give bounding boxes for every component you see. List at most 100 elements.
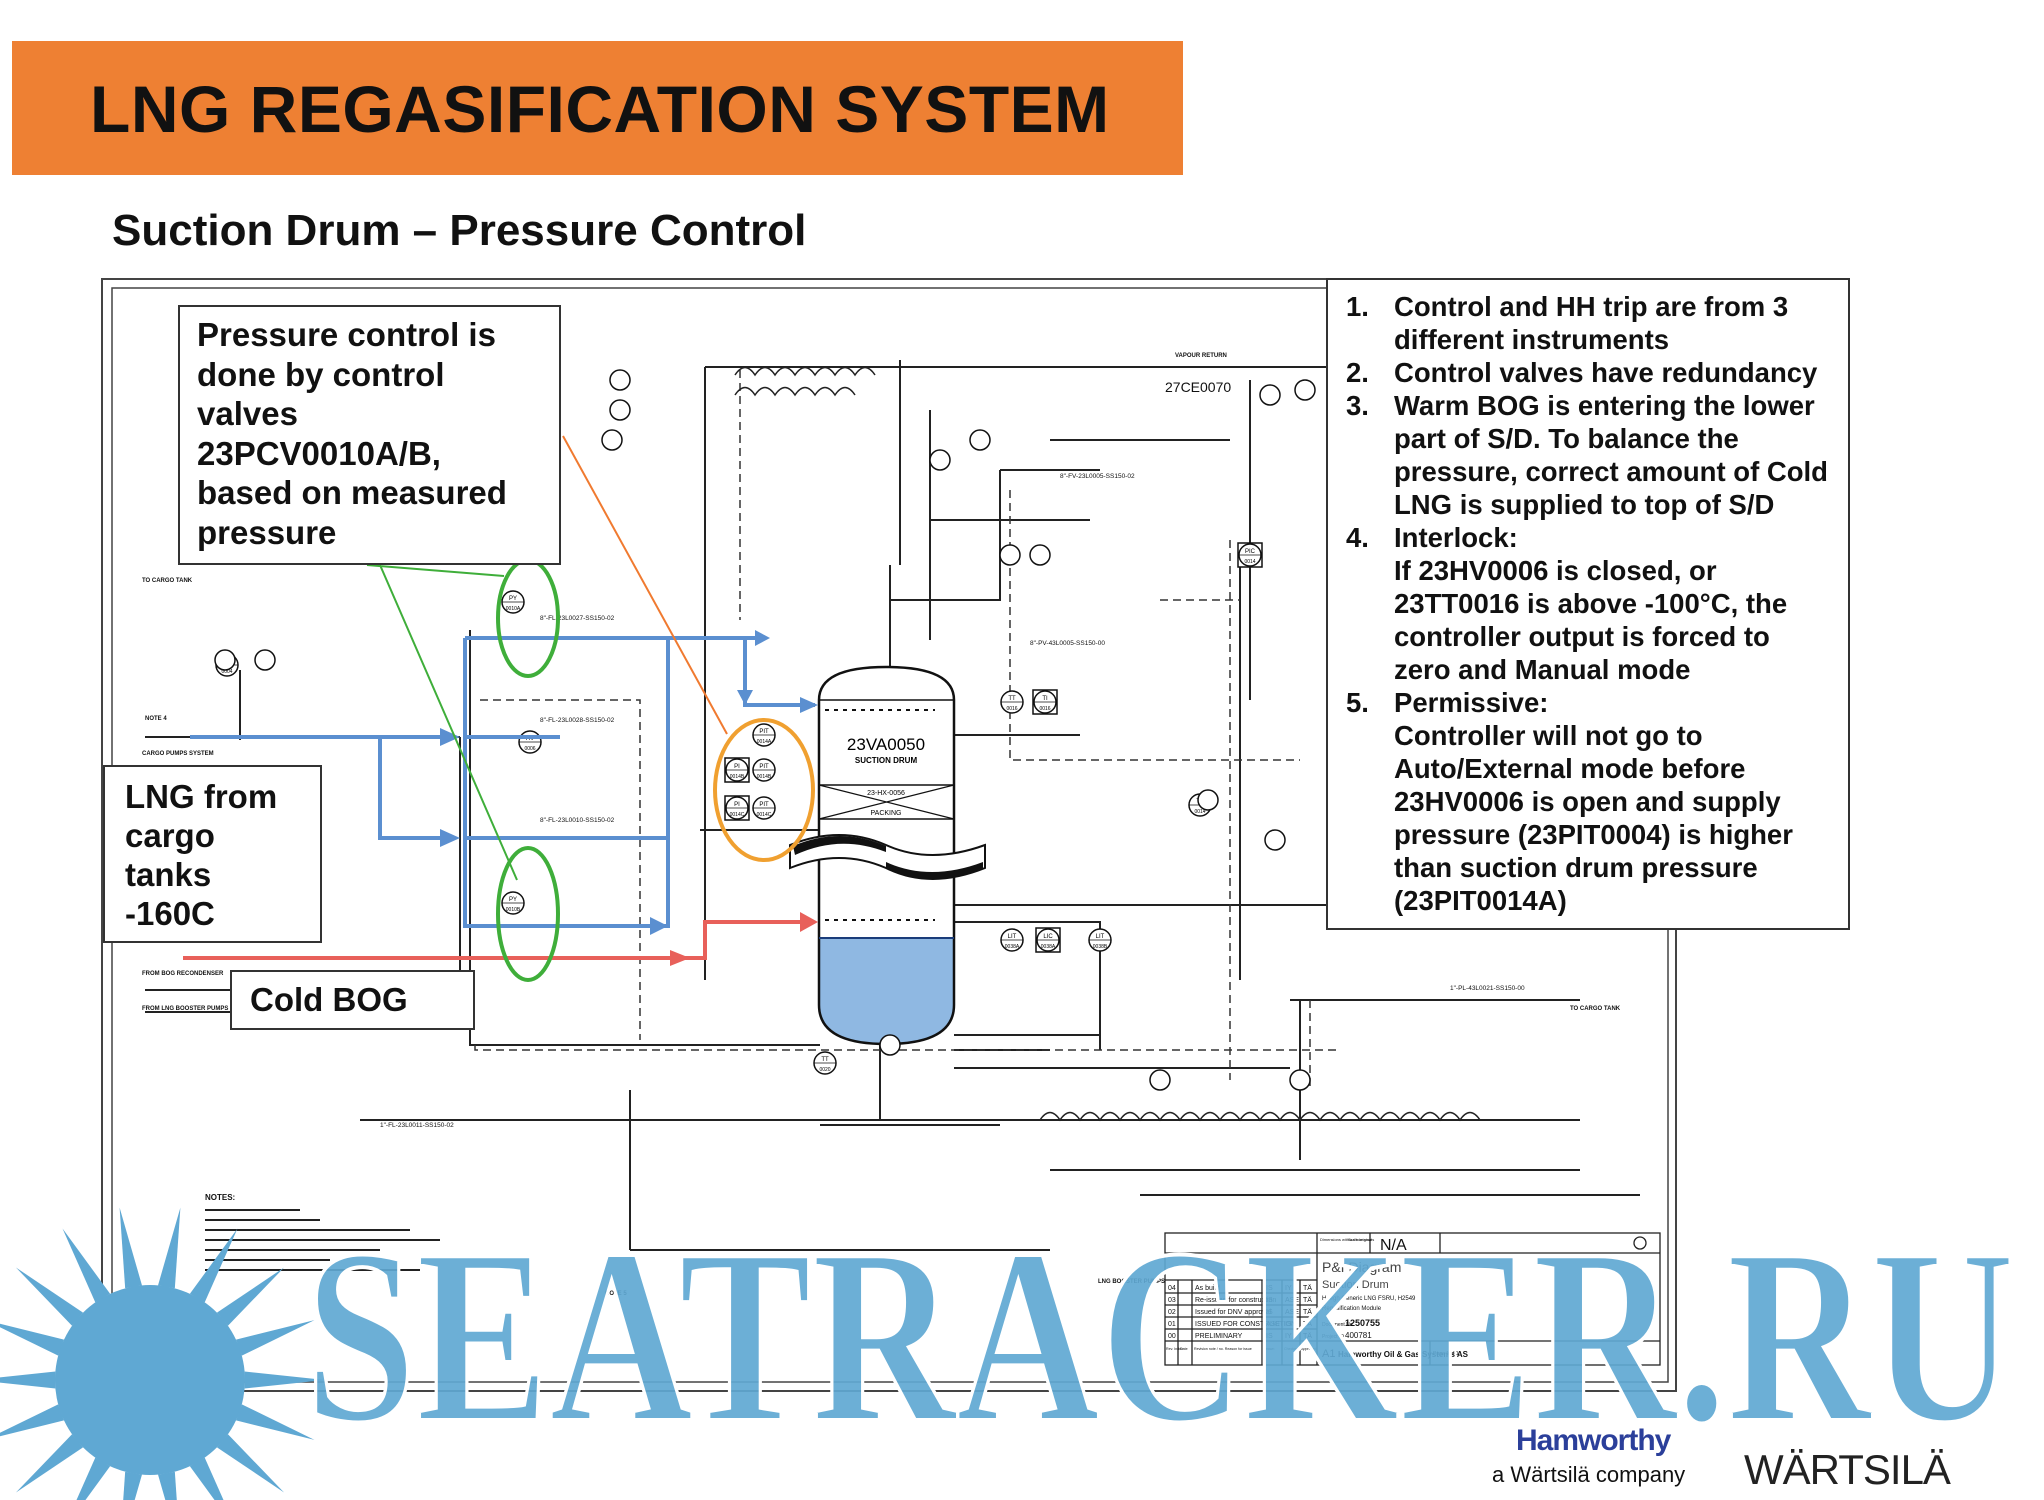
rev-approved: TÄ xyxy=(1303,1320,1312,1328)
note-text: Controller will not go to xyxy=(1394,720,1703,751)
rev-header: Approved xyxy=(1301,1347,1316,1351)
instrument-tag: PIT xyxy=(759,729,769,735)
sun-ray xyxy=(15,1267,84,1326)
watermark-text: SEATRACKER.RU xyxy=(305,1198,2015,1475)
scale-label: Scale original xyxy=(1348,1237,1372,1242)
watermark: SEATRACKER.RU xyxy=(0,1196,2017,1500)
note-line: controller output is forced to xyxy=(1346,620,1848,653)
sun-ray xyxy=(0,1323,65,1356)
callout-line: done by control xyxy=(197,355,445,393)
instrument-bubble xyxy=(969,429,991,451)
note-line: 23HV0006 is open and supply xyxy=(1346,785,1848,818)
instrument-bubble xyxy=(1149,1069,1171,1091)
rev-checked: ASE xyxy=(1285,1297,1299,1304)
note-text: Control valves have redundancy xyxy=(1394,357,1818,388)
scale-value: N/A xyxy=(1380,1237,1407,1254)
notes-text-lines xyxy=(205,1209,440,1271)
instrument-number: 0014C xyxy=(757,812,772,818)
instrument-bubble: PI 0014C xyxy=(724,795,750,821)
sun-ray xyxy=(235,1320,315,1356)
note-number: 5. xyxy=(1346,687,1369,718)
instrument-number: 0038A xyxy=(1041,944,1056,950)
note4-label: NOTE 4 xyxy=(145,716,167,722)
sun-logo xyxy=(0,1207,325,1500)
from-bog-recondenser-label: FROM BOG RECONDENSER xyxy=(142,971,224,977)
rev-index: 01 xyxy=(1168,1321,1176,1328)
callout-line: 23PCV0010A/B, xyxy=(197,434,441,472)
lng-source-callout: LNG from cargo tanks -160C xyxy=(103,765,322,943)
module-name: Regasification Module xyxy=(1322,1306,1382,1312)
sun-ray xyxy=(62,1228,111,1303)
instrument-number: 0014B xyxy=(730,774,745,780)
rev-description: Re-issued for construction xyxy=(1195,1297,1276,1304)
callout-line: LNG from xyxy=(125,778,278,815)
instrument-tag: PY xyxy=(509,897,517,903)
instrument-bubble: PIT0014A xyxy=(752,723,776,747)
rev-header: Date xyxy=(1180,1347,1188,1351)
rev-index: 00 xyxy=(1168,1333,1176,1340)
sun-ray xyxy=(189,1457,224,1500)
note-number: 4. xyxy=(1346,522,1369,553)
rev-header: Checked xyxy=(1284,1347,1298,1351)
rev-approved: TÄ xyxy=(1303,1296,1312,1304)
note-text: different instruments xyxy=(1394,324,1670,355)
note-line: zero and Manual mode xyxy=(1346,653,1848,686)
instrument-tag: PI xyxy=(734,802,740,808)
page-title: LNG REGASIFICATION SYSTEM xyxy=(90,72,1110,146)
sun-ray xyxy=(0,1404,65,1437)
project-id: 400781 xyxy=(1345,1331,1372,1340)
callout-line: valves xyxy=(197,395,298,432)
note-text: controller output is forced to xyxy=(1394,621,1770,652)
instrument-tag: PIT xyxy=(759,764,769,770)
note-text: 23HV0006 is open and supply xyxy=(1394,786,1781,817)
instrument-number: 0010B xyxy=(506,907,521,913)
instrument-number: 0010A xyxy=(506,606,521,612)
note5-label: NOTE 5 xyxy=(605,1291,627,1297)
warm-bog-flow xyxy=(183,920,805,960)
note-line: If 23HV0006 is closed, or xyxy=(1346,554,1848,587)
notes-heading: NOTES: xyxy=(205,1193,235,1202)
knockout-drum-tag: 27CE0070 xyxy=(1165,379,1231,395)
instrument-tag: LIC xyxy=(1043,934,1053,940)
rev-description: ISSUED FOR CONSTRUCTION xyxy=(1195,1321,1296,1328)
note-line: pressure (23PIT0004) is higher xyxy=(1346,818,1848,851)
note-text: zero and Manual mode xyxy=(1394,654,1691,685)
suction-drum: 23VA0050 SUCTION DRUM 23-HX-0056 PACKING xyxy=(789,665,986,1046)
note-line: 23TT0016 is above -100°C, the xyxy=(1346,587,1848,620)
rev-checked: IY xyxy=(1285,1285,1292,1292)
rev-header: Revision note / no. Reason for issue xyxy=(1194,1347,1252,1351)
project-id-label: Project ID xyxy=(1322,1334,1344,1340)
rev-approved: TÄ xyxy=(1303,1332,1312,1340)
line-number: 1"-FL-23L0011-SS150-02 xyxy=(380,1122,454,1129)
sun-ray xyxy=(189,1228,238,1303)
instrument-bubble xyxy=(601,429,623,451)
note-text: 23TT0016 is above -100°C, the xyxy=(1394,588,1788,619)
line-number: 8"-FV-23L0005-SS150-02 xyxy=(1060,473,1135,480)
instrument-number: 0014C xyxy=(730,812,745,818)
control-valve-highlights xyxy=(496,558,560,982)
cargo-pumps-label: CARGO PUMPS SYSTEM xyxy=(142,751,214,757)
line-number: 8"-FL-23L0028-SS150-02 xyxy=(540,717,615,724)
packing-bed xyxy=(818,784,955,820)
dims-label: Dimensions without tolerances xyxy=(1320,1237,1374,1242)
sun-ray xyxy=(76,1457,111,1500)
flow-arrows-blue xyxy=(440,630,818,935)
rev-description: Issued for DNV approval xyxy=(1195,1309,1272,1316)
liquid-level xyxy=(819,938,954,1044)
line-number: 1"-PL-43L0021-SS150-00 xyxy=(1450,985,1525,992)
instrument-bubble: PY 0010B xyxy=(501,891,525,915)
document-label: Document No. xyxy=(1322,1322,1354,1328)
sun-ray xyxy=(235,1404,315,1440)
instrument-number: 0016 xyxy=(1006,706,1017,712)
instrument-tag: TI xyxy=(1042,696,1048,702)
instrument-bubble xyxy=(879,1034,901,1056)
to-cargo-tank-label: TO CARGO TANK xyxy=(142,578,193,584)
instrument-tag: LIT xyxy=(1096,934,1105,940)
rev-drawn: IS xyxy=(1266,1333,1273,1340)
note-line: Auto/External mode before xyxy=(1346,752,1848,785)
lng-booster-pumps-label: LNG BOOSTER PUMPS xyxy=(1098,1279,1165,1285)
